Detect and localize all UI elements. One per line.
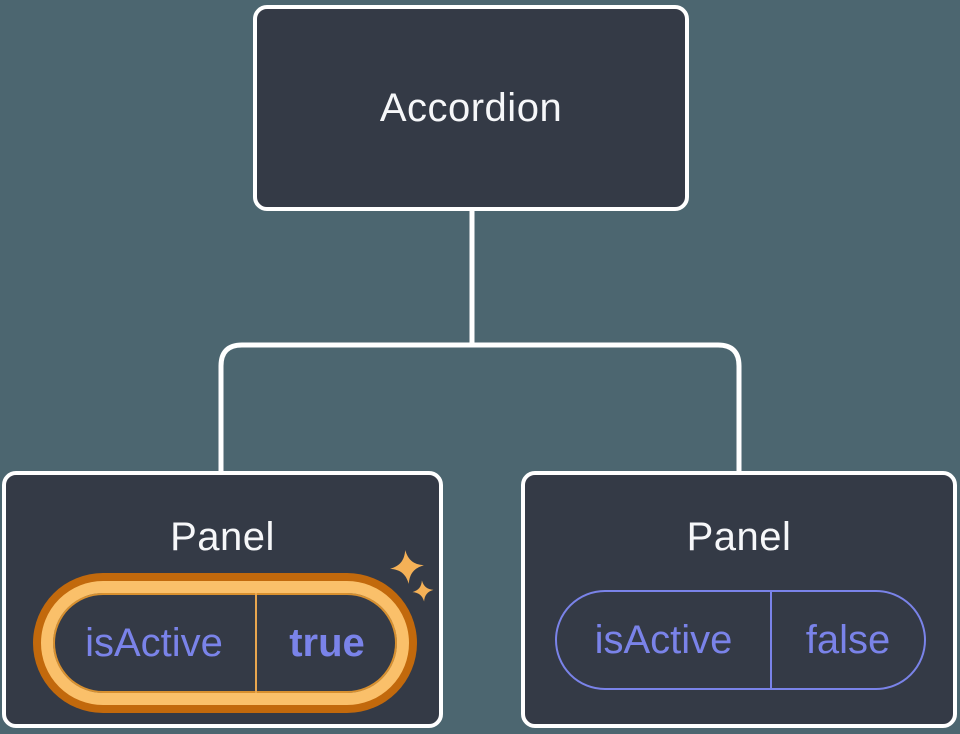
sparkle-large xyxy=(390,550,424,584)
component-node-accordion: Accordion xyxy=(253,5,689,211)
state-value: false xyxy=(805,618,891,662)
connector-elbow xyxy=(218,342,742,473)
panel-inactive-label: Panel xyxy=(686,515,792,559)
accordion-label: Accordion xyxy=(379,86,563,130)
state-pill-active: isActive true xyxy=(41,581,409,705)
sparkles-icon xyxy=(390,550,434,602)
sparkle-small xyxy=(412,580,434,602)
panel-active-label: Panel xyxy=(170,515,275,559)
state-value: true xyxy=(289,621,365,665)
pill-divider xyxy=(255,593,257,693)
state-key: isActive xyxy=(85,621,223,665)
pill-divider xyxy=(770,592,772,688)
state-key: isActive xyxy=(594,618,733,662)
state-pill-inactive: isActive false xyxy=(555,590,926,690)
